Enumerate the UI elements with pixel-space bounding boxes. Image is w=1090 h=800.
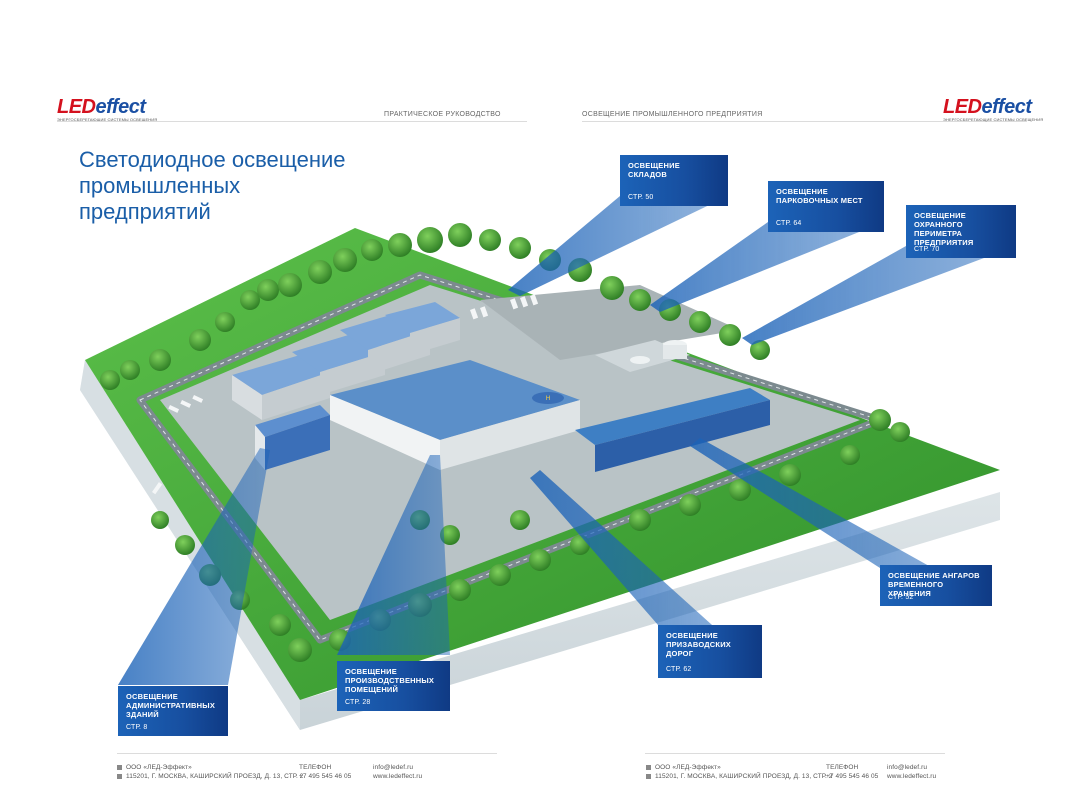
callout-page: СТР. 64 (776, 220, 802, 227)
svg-text:H: H (546, 396, 550, 402)
callout-label: ПРИЗАВОДСКИХ ДОРОГ (666, 640, 731, 658)
callout-page: СТР. 70 (914, 246, 940, 253)
logo-tagline: ЭНЕРГОСБЕРЕГАЮЩИЕ СИСТЕМЫ ОСВЕЩЕНИЯ (57, 117, 158, 122)
callout-page: СТР. 52 (888, 594, 914, 601)
header-section-right: ОСВЕЩЕНИЕ ПРОМЫШЛЕННОГО ПРЕДПРИЯТИЯ (582, 111, 763, 118)
footer-company: ООО «ЛЕД-Эффект» (126, 764, 192, 771)
callout-label: ВРЕМЕННОГО ХРАНЕНИЯ (888, 580, 944, 598)
logo-led-text: LED (57, 96, 96, 118)
callout-production[interactable]: ОСВЕЩЕНИЕ ПРОИЗВОДСТВЕННЫХ ПОМЕЩЕНИЙ СТР… (337, 661, 450, 711)
footer-email-link[interactable]: info@ledef.ru (887, 764, 928, 771)
logo-led-text: LED (943, 96, 982, 118)
footer-phone-label: ТЕЛЕФОН (826, 764, 859, 771)
callout-beams (118, 196, 1016, 685)
callout-label: ПРОИЗВОДСТВЕННЫХ (345, 676, 435, 685)
callout-label: ОСВЕЩЕНИЕ АНГАРОВ (888, 571, 980, 580)
callout-label: ОСВЕЩЕНИЕ СКЛАДОВ (628, 161, 680, 179)
callout-parking[interactable]: ОСВЕЩЕНИЕ ПАРКОВОЧНЫХ МЕСТ СТР. 64 (768, 181, 884, 232)
bullet-square-icon (117, 764, 122, 770)
title-line-3: предприятий (79, 199, 211, 224)
callout-label: ПРЕДПРИЯТИЯ (914, 238, 974, 247)
footer-address-right: ООО «ЛЕД-Эффект» 115201, Г. МОСКВА, КАШИ… (646, 763, 833, 781)
callout-label: АДМИНИСТРАТИВНЫХ (126, 701, 216, 710)
footer-site-link[interactable]: www.ledeffect.ru (887, 773, 937, 780)
footer-phone-left: ТЕЛЕФОН +7 495 545 46 05 (299, 763, 351, 781)
logo-tagline: ЭНЕРГОСБЕРЕГАЮЩИЕ СИСТЕМЫ ОСВЕЩЕНИЯ (943, 117, 1044, 122)
footer-phone: +7 495 545 46 05 (826, 773, 879, 780)
footer-email-link[interactable]: info@ledef.ru (373, 764, 414, 771)
road-marking (139, 274, 882, 641)
callout-warehouses[interactable]: ОСВЕЩЕНИЕ СКЛАДОВ СТР. 50 (620, 155, 728, 206)
callout-page: СТР. 28 (345, 699, 371, 706)
callout-perimeter[interactable]: ОСВЕЩЕНИЕ ОХРАННОГО ПЕРИМЕТРА ПРЕДПРИЯТИ… (906, 205, 1016, 258)
callout-label: ПОМЕЩЕНИЙ (345, 685, 399, 694)
callout-admin[interactable]: ОСВЕЩЕНИЕ АДМИНИСТРАТИВНЫХ ЗДАНИЙ СТР. 8 (118, 686, 228, 736)
callout-label: ЗДАНИЙ (126, 710, 159, 719)
callout-page: СТР. 50 (628, 194, 654, 201)
footer-divider-right (645, 753, 945, 754)
footer-divider-left (117, 753, 497, 754)
title-line-1: Светодиодное освещение (79, 147, 346, 172)
footer-phone-label: ТЕЛЕФОН (299, 764, 332, 771)
footer-address: 115201, Г. МОСКВА, КАШИРСКИЙ ПРОЕЗД, Д. … (126, 773, 304, 780)
callout-label: ОСВЕЩЕНИЕ (126, 692, 178, 701)
parked-vehicles (152, 294, 539, 495)
callout-page: СТР. 62 (666, 666, 692, 673)
callout-hangars[interactable]: ОСВЕЩЕНИЕ АНГАРОВ ВРЕМЕННОГО ХРАНЕНИЯ СТ… (880, 565, 992, 606)
hangar-building (575, 388, 770, 472)
footer-contacts-right: info@ledef.ru www.ledeffect.ru (887, 763, 936, 781)
utility-facility (595, 340, 690, 372)
bullet-square-icon (117, 773, 122, 779)
warehouses (232, 302, 460, 420)
page-title: Светодиодное освещение промышленных пред… (79, 147, 399, 225)
logo-effect-text: effect (95, 96, 147, 118)
callout-page: СТР. 8 (126, 724, 148, 731)
header-divider-left (57, 121, 527, 122)
footer-address: 115201, Г. МОСКВА, КАШИРСКИЙ ПРОЕЗД, Д. … (655, 773, 833, 780)
callout-label: ОСВЕЩЕНИЕ (776, 187, 828, 196)
footer-phone: +7 495 545 46 05 (299, 773, 352, 780)
footer-phone-right: ТЕЛЕФОН +7 495 545 46 05 (826, 763, 878, 781)
callout-roads[interactable]: ОСВЕЩЕНИЕ ПРИЗАВОДСКИХ ДОРОГ СТР. 62 (658, 625, 762, 678)
header-section-left: ПРАКТИЧЕСКОЕ РУКОВОДСТВО (384, 111, 501, 118)
footer-contacts-left: info@ledef.ru www.ledeffect.ru (373, 763, 422, 781)
footer-address-left: ООО «ЛЕД-Эффект» 115201, Г. МОСКВА, КАШИ… (117, 763, 304, 781)
callout-label: ОХРАННОГО ПЕРИМЕТРА (914, 220, 963, 238)
callout-label: ОСВЕЩЕНИЕ (914, 211, 966, 220)
callout-label: ОСВЕЩЕНИЕ (345, 667, 397, 676)
footer-site-link[interactable]: www.ledeffect.ru (373, 773, 423, 780)
callout-label: ОСВЕЩЕНИЕ (666, 631, 718, 640)
title-line-2: промышленных (79, 173, 241, 198)
callout-label: ПАРКОВОЧНЫХ МЕСТ (776, 196, 863, 205)
logo-effect-text: effect (981, 96, 1033, 118)
ledeffect-logo-right: LEDeffect ЭНЕРГОСБЕРЕГАЮЩИЕ СИСТЕМЫ ОСВЕ… (943, 97, 1043, 122)
production-building: H (330, 360, 580, 470)
header-divider-right (582, 121, 1027, 122)
bullet-square-icon (646, 773, 651, 779)
bullet-square-icon (646, 764, 651, 770)
footer-company: ООО «ЛЕД-Эффект» (655, 764, 721, 771)
ledeffect-logo-left: LEDeffect ЭНЕРГОСБЕРЕГАЮЩИЕ СИСТЕМЫ ОСВЕ… (57, 97, 157, 122)
